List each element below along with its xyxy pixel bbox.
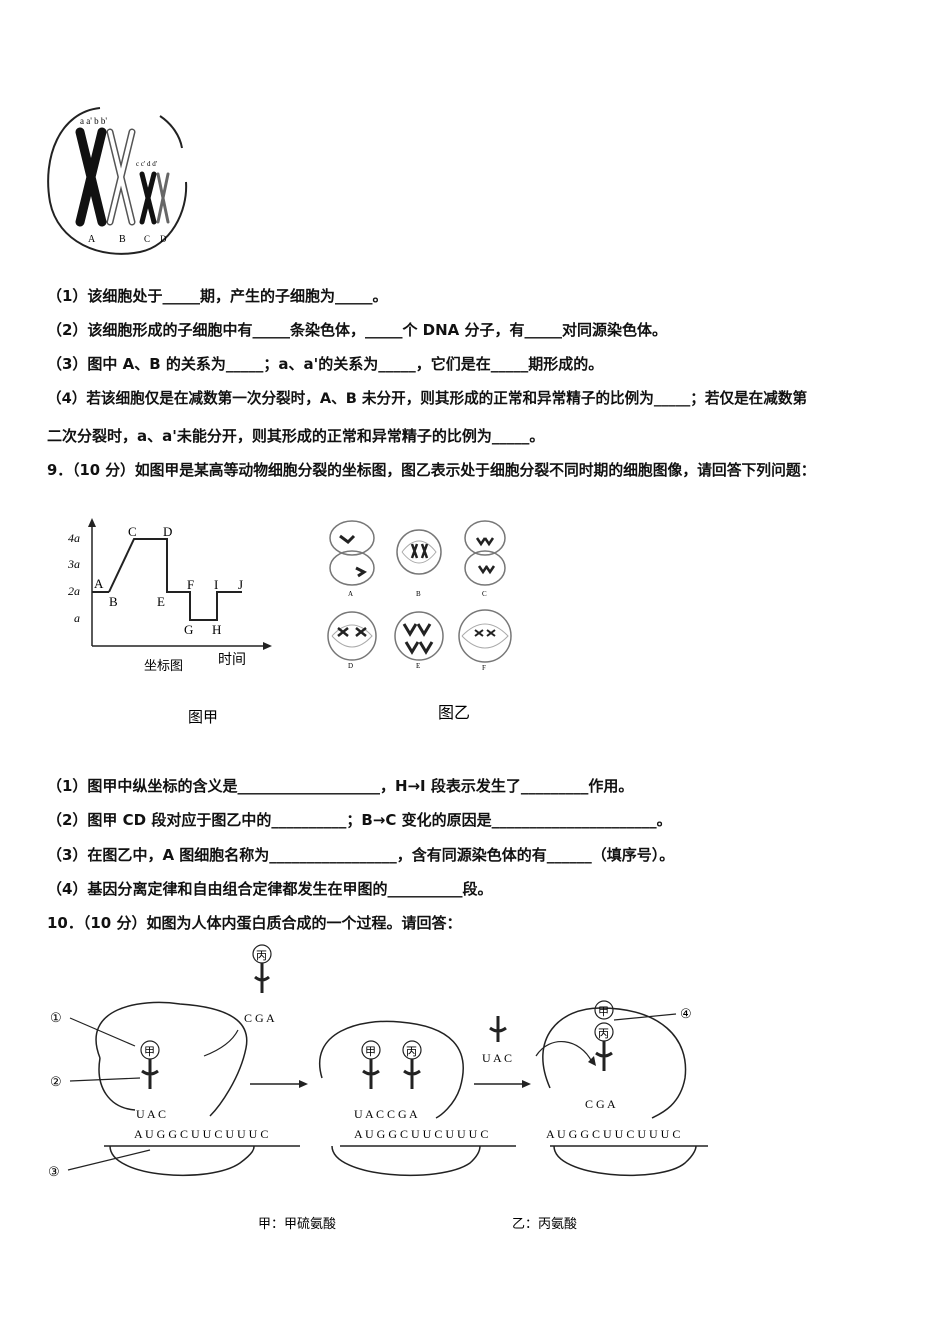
cell-d: D <box>327 611 377 670</box>
svg-text:②: ② <box>50 1074 62 1089</box>
svg-text:E: E <box>157 594 165 609</box>
svg-text:C: C <box>128 524 137 539</box>
q9-part3: （3）在图乙中，A 图细胞名称为_________________，含有同源染色… <box>47 846 675 864</box>
q8-part3: （3）图中 A、B 的关系为_____；a、a'的关系为_____，它们是在__… <box>47 355 604 373</box>
q9-header: 9．（10 分）如图甲是某高等动物细胞分裂的坐标图，图乙表示处于细胞分裂不同时期… <box>47 462 816 479</box>
svg-text:B: B <box>109 594 118 609</box>
svg-text:2a: 2a <box>68 584 80 598</box>
q8-part4a: （4）若该细胞仅是在减数第一次分裂时，A、B 未分开，则其形成的正常和异常精子的… <box>47 390 808 407</box>
q8-part4b: 二次分裂时，a、a'未能分开，则其形成的正常和异常精子的比例为_____。 <box>47 427 545 445</box>
cell-c: C <box>464 520 506 598</box>
svg-text:E: E <box>416 662 420 670</box>
svg-text:D: D <box>160 234 167 244</box>
svg-text:④: ④ <box>680 1006 692 1021</box>
cell-e: E <box>394 611 444 670</box>
svg-text:甲: 甲 <box>144 1046 155 1058</box>
chromosome-cell-figure: a a' b b' c c' d d' A B C D <box>40 102 190 262</box>
svg-text:G: G <box>184 622 193 637</box>
cell-a: A <box>329 520 375 598</box>
q9-part2: （2）图甲 CD 段对应于图乙中的__________；B→C 变化的原因是__… <box>47 811 672 829</box>
svg-text:3a: 3a <box>67 557 80 571</box>
q8-part2: （2）该细胞形成的子细胞中有_____条染色体，_____个 DNA 分子，有_… <box>47 321 667 339</box>
svg-text:A U G G C U U C U U U C: A U G G C U U C U U U C <box>134 1127 268 1141</box>
svg-text:H: H <box>212 622 221 637</box>
svg-text:D: D <box>163 524 172 539</box>
svg-text:A U G G C U U C U U U C: A U G G C U U C U U U C <box>354 1127 488 1141</box>
svg-text:4a: 4a <box>68 531 80 545</box>
svg-text:乙：丙氨酸: 乙：丙氨酸 <box>512 1216 577 1231</box>
svg-text:J: J <box>238 577 243 592</box>
svg-text:C G A: C G A <box>244 1011 275 1025</box>
svg-text:I: I <box>214 577 218 592</box>
figure-jia-graph: 4a 3a 2a a A B C D E F G H I J 时间 坐标图 图甲 <box>62 512 272 732</box>
svg-text:A: A <box>94 576 104 591</box>
svg-text:时间: 时间 <box>218 652 246 668</box>
svg-text:A U G G C U U C U U U C: A U G G C U U C U U U C <box>546 1127 680 1141</box>
svg-text:U A C: U A C <box>136 1107 166 1121</box>
svg-text:B: B <box>416 590 421 598</box>
svg-text:甲: 甲 <box>365 1046 376 1058</box>
svg-text:F: F <box>482 664 486 672</box>
svg-text:A: A <box>88 234 96 245</box>
svg-text:U A C: U A C <box>482 1051 512 1065</box>
svg-text:③: ③ <box>48 1164 60 1179</box>
q8-part1: （1）该细胞处于_____期，产生的子细胞为_____。 <box>47 287 388 305</box>
cell-f: F <box>458 609 512 672</box>
svg-text:图甲: 图甲 <box>188 709 218 726</box>
q9-part4: （4）基因分离定律和自由组合定律都发生在甲图的__________段。 <box>47 880 493 898</box>
svg-text:甲：甲硫氨酸: 甲：甲硫氨酸 <box>258 1216 336 1231</box>
cell-b: B <box>396 529 442 598</box>
svg-text:A: A <box>348 590 353 598</box>
svg-text:D: D <box>348 662 353 670</box>
figure-yi-cells: A B C D E F <box>322 518 532 726</box>
svg-text:F: F <box>187 577 194 592</box>
svg-text:a: a <box>74 611 80 625</box>
svg-text:甲: 甲 <box>598 1006 609 1018</box>
svg-text:图乙: 图乙 <box>438 705 470 722</box>
svg-text:坐标图: 坐标图 <box>144 658 183 673</box>
svg-text:C: C <box>482 590 487 598</box>
q10-header: 10．（10 分）如图为人体内蛋白质合成的一个过程。请回答： <box>47 914 462 932</box>
svg-text:B: B <box>119 234 126 245</box>
translation-figure: 丙 C G A ① 甲 ② U A C A U G G C U U C U U … <box>40 938 720 1238</box>
svg-text:丙: 丙 <box>598 1028 609 1040</box>
svg-text:C: C <box>144 234 150 244</box>
svg-text:①: ① <box>50 1010 62 1025</box>
svg-text:丙: 丙 <box>406 1046 417 1058</box>
svg-text:a a' b b': a a' b b' <box>80 116 107 126</box>
svg-text:C G A: C G A <box>585 1097 616 1111</box>
svg-text:U A C C G A: U A C C G A <box>354 1107 418 1121</box>
q9-part1: （1）图甲中纵坐标的含义是___________________，H→I 段表示… <box>47 777 634 795</box>
svg-text:c c' d d': c c' d d' <box>136 160 157 168</box>
svg-text:丙: 丙 <box>256 950 267 962</box>
